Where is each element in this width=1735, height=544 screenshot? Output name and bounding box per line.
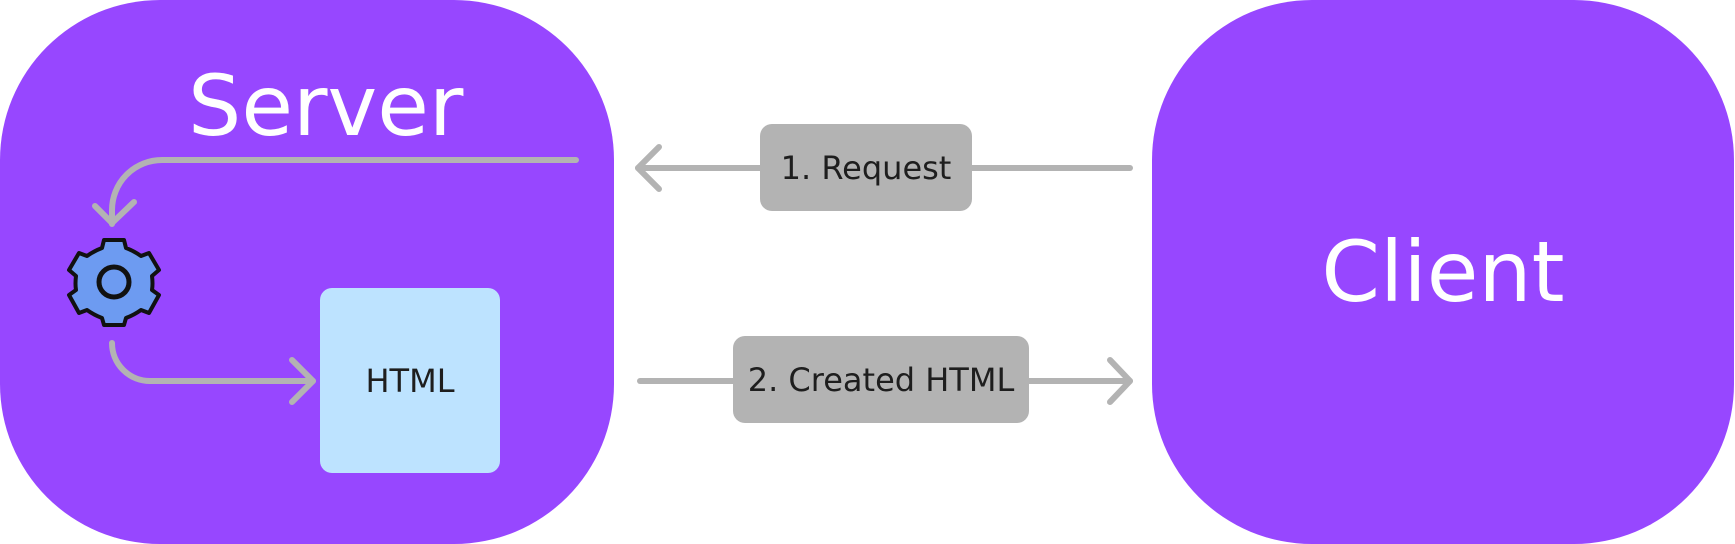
server-title: Server	[188, 57, 464, 155]
html-document: HTML	[320, 288, 500, 473]
gear-icon	[67, 238, 161, 327]
response-message: 2. Created HTML	[733, 336, 1029, 423]
response-arrow-head	[1107, 357, 1133, 405]
internal-arrow-to-html	[109, 340, 316, 384]
internal-arrow-to-gear	[109, 157, 579, 227]
internal-arrow-to-gear-head	[92, 199, 137, 226]
client-title: Client	[1321, 223, 1565, 321]
client-panel	[1152, 0, 1734, 544]
request-arrow-head	[635, 144, 662, 192]
request-message: 1. Request	[760, 124, 972, 211]
internal-arrow-to-html-head	[289, 357, 316, 405]
html-document-label: HTML	[365, 361, 455, 400]
response-message-label: 2. Created HTML	[747, 360, 1015, 399]
request-message-label: 1. Request	[780, 148, 952, 187]
